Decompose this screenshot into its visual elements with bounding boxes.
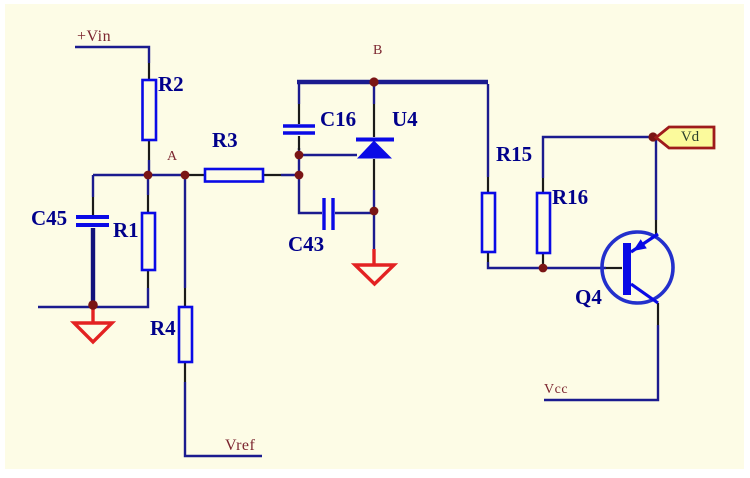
ref-label-r2: R2 [158, 72, 184, 96]
wire-ground-run [38, 288, 150, 309]
resistor-r1 [140, 211, 157, 272]
ref-label-r3: R3 [212, 128, 238, 152]
ref-label-r15: R15 [496, 142, 533, 166]
capacitor-c16 [283, 124, 315, 135]
junction-dot [294, 170, 304, 180]
ref-label-q4: Q4 [575, 285, 602, 309]
q4-arrow [633, 239, 647, 251]
resistor-r16 [535, 191, 552, 255]
resistor-r4 [177, 305, 194, 364]
ground-symbol-right [350, 249, 399, 287]
resistor-r3 [203, 167, 265, 183]
ref-label-r1: R1 [113, 218, 139, 242]
wire-vin [75, 45, 151, 63]
diode-u4 [356, 137, 394, 159]
net-label-vref: Vref [225, 437, 256, 454]
resistor-r15 [480, 191, 497, 254]
vd-tag-label: Vd [680, 129, 700, 145]
junction-dot [88, 300, 98, 310]
junction-dot [143, 170, 153, 180]
ref-label-c43: C43 [288, 232, 325, 256]
junction-dot [294, 150, 304, 160]
capacitor-c43 [322, 198, 335, 230]
ref-label-u4: U4 [392, 107, 418, 131]
wire-vcc [544, 325, 660, 402]
resistor-r2 [141, 78, 158, 142]
wire-base-run [486, 262, 606, 270]
q4-circle [600, 230, 675, 305]
ground-left-triangle [69, 321, 117, 345]
ref-label-r16: R16 [552, 185, 589, 209]
junction-dot-b [369, 77, 379, 87]
ref-label-c45: C45 [31, 206, 68, 230]
junction-dots [88, 77, 658, 310]
ground-right-triangle [350, 263, 399, 287]
transistor-q4 [600, 230, 675, 305]
junction-dot [369, 206, 379, 216]
vd-power-tag [653, 125, 716, 150]
net-label-a: A [167, 149, 178, 164]
junction-dot [538, 263, 548, 273]
u4-triangle [357, 140, 392, 159]
wire-c43-left [297, 148, 322, 215]
ref-label-c16: C16 [320, 107, 357, 131]
pins [91, 63, 660, 382]
capacitor-c45 [76, 215, 109, 227]
ground-symbol-left [69, 309, 117, 345]
wires [38, 45, 660, 458]
net-label-b: B [373, 43, 383, 58]
net-label-vin: +Vin [77, 28, 112, 45]
ref-label-r4: R4 [150, 316, 176, 340]
q4-base-bar [623, 243, 631, 295]
wire-r4-to-vref [183, 382, 262, 458]
wire-r16-to-vd [541, 135, 651, 178]
junction-dot-a [180, 170, 190, 180]
q4-collector-line [630, 282, 659, 305]
junction-dot-vd [648, 132, 658, 142]
net-label-vcc: Vcc [544, 382, 569, 397]
